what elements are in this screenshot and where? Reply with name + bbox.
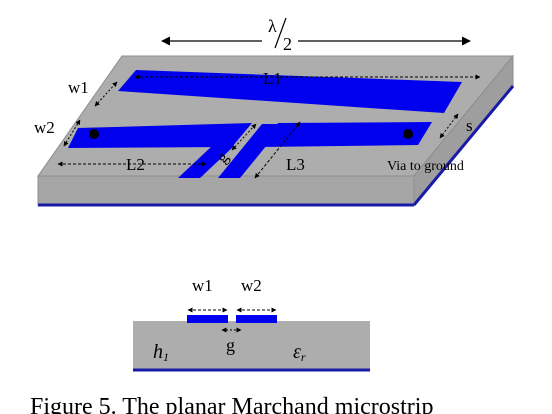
w2-label-top: w2 <box>34 118 55 137</box>
w1-label-top: w1 <box>68 78 89 97</box>
lambda-label: λ <box>268 16 277 36</box>
cross-substrate <box>133 321 370 369</box>
cross-strip-w2 <box>236 315 277 323</box>
w2-label-cross: w2 <box>241 276 262 295</box>
s-arrow <box>439 113 459 139</box>
w1-label-cross: w1 <box>192 276 213 295</box>
cross-section: w1 w2 g h1 εr <box>133 276 370 372</box>
g-label-cross: g <box>226 335 235 355</box>
strip-L2 <box>68 123 252 148</box>
figure-caption: Figure 5. The planar Marchand microstrip <box>30 394 433 414</box>
substrate-front-face <box>37 175 415 206</box>
eps-label: εr <box>293 341 306 364</box>
strip-right <box>260 122 432 147</box>
ground-edge-side <box>412 85 515 206</box>
w1-arrow-top <box>94 81 118 107</box>
lambda-fraction-bar <box>274 17 287 49</box>
h-label: h1 <box>153 341 169 364</box>
L2-label: L2 <box>126 155 145 174</box>
via-label: Via to ground <box>387 159 464 174</box>
via-dot-right <box>403 129 413 139</box>
via-dot-left <box>89 129 99 139</box>
L3-label: L3 <box>286 155 305 174</box>
w2-arrow-top <box>63 119 81 147</box>
strip-L1 <box>118 70 462 113</box>
L3-dimension <box>254 121 301 179</box>
s-label: s <box>466 116 473 135</box>
L1-label: L1 <box>263 69 282 88</box>
cross-strip-w1 <box>187 315 228 323</box>
lambda-denominator: 2 <box>283 34 292 54</box>
g-arrow-top <box>231 123 257 151</box>
microstrip-lines <box>68 70 462 178</box>
